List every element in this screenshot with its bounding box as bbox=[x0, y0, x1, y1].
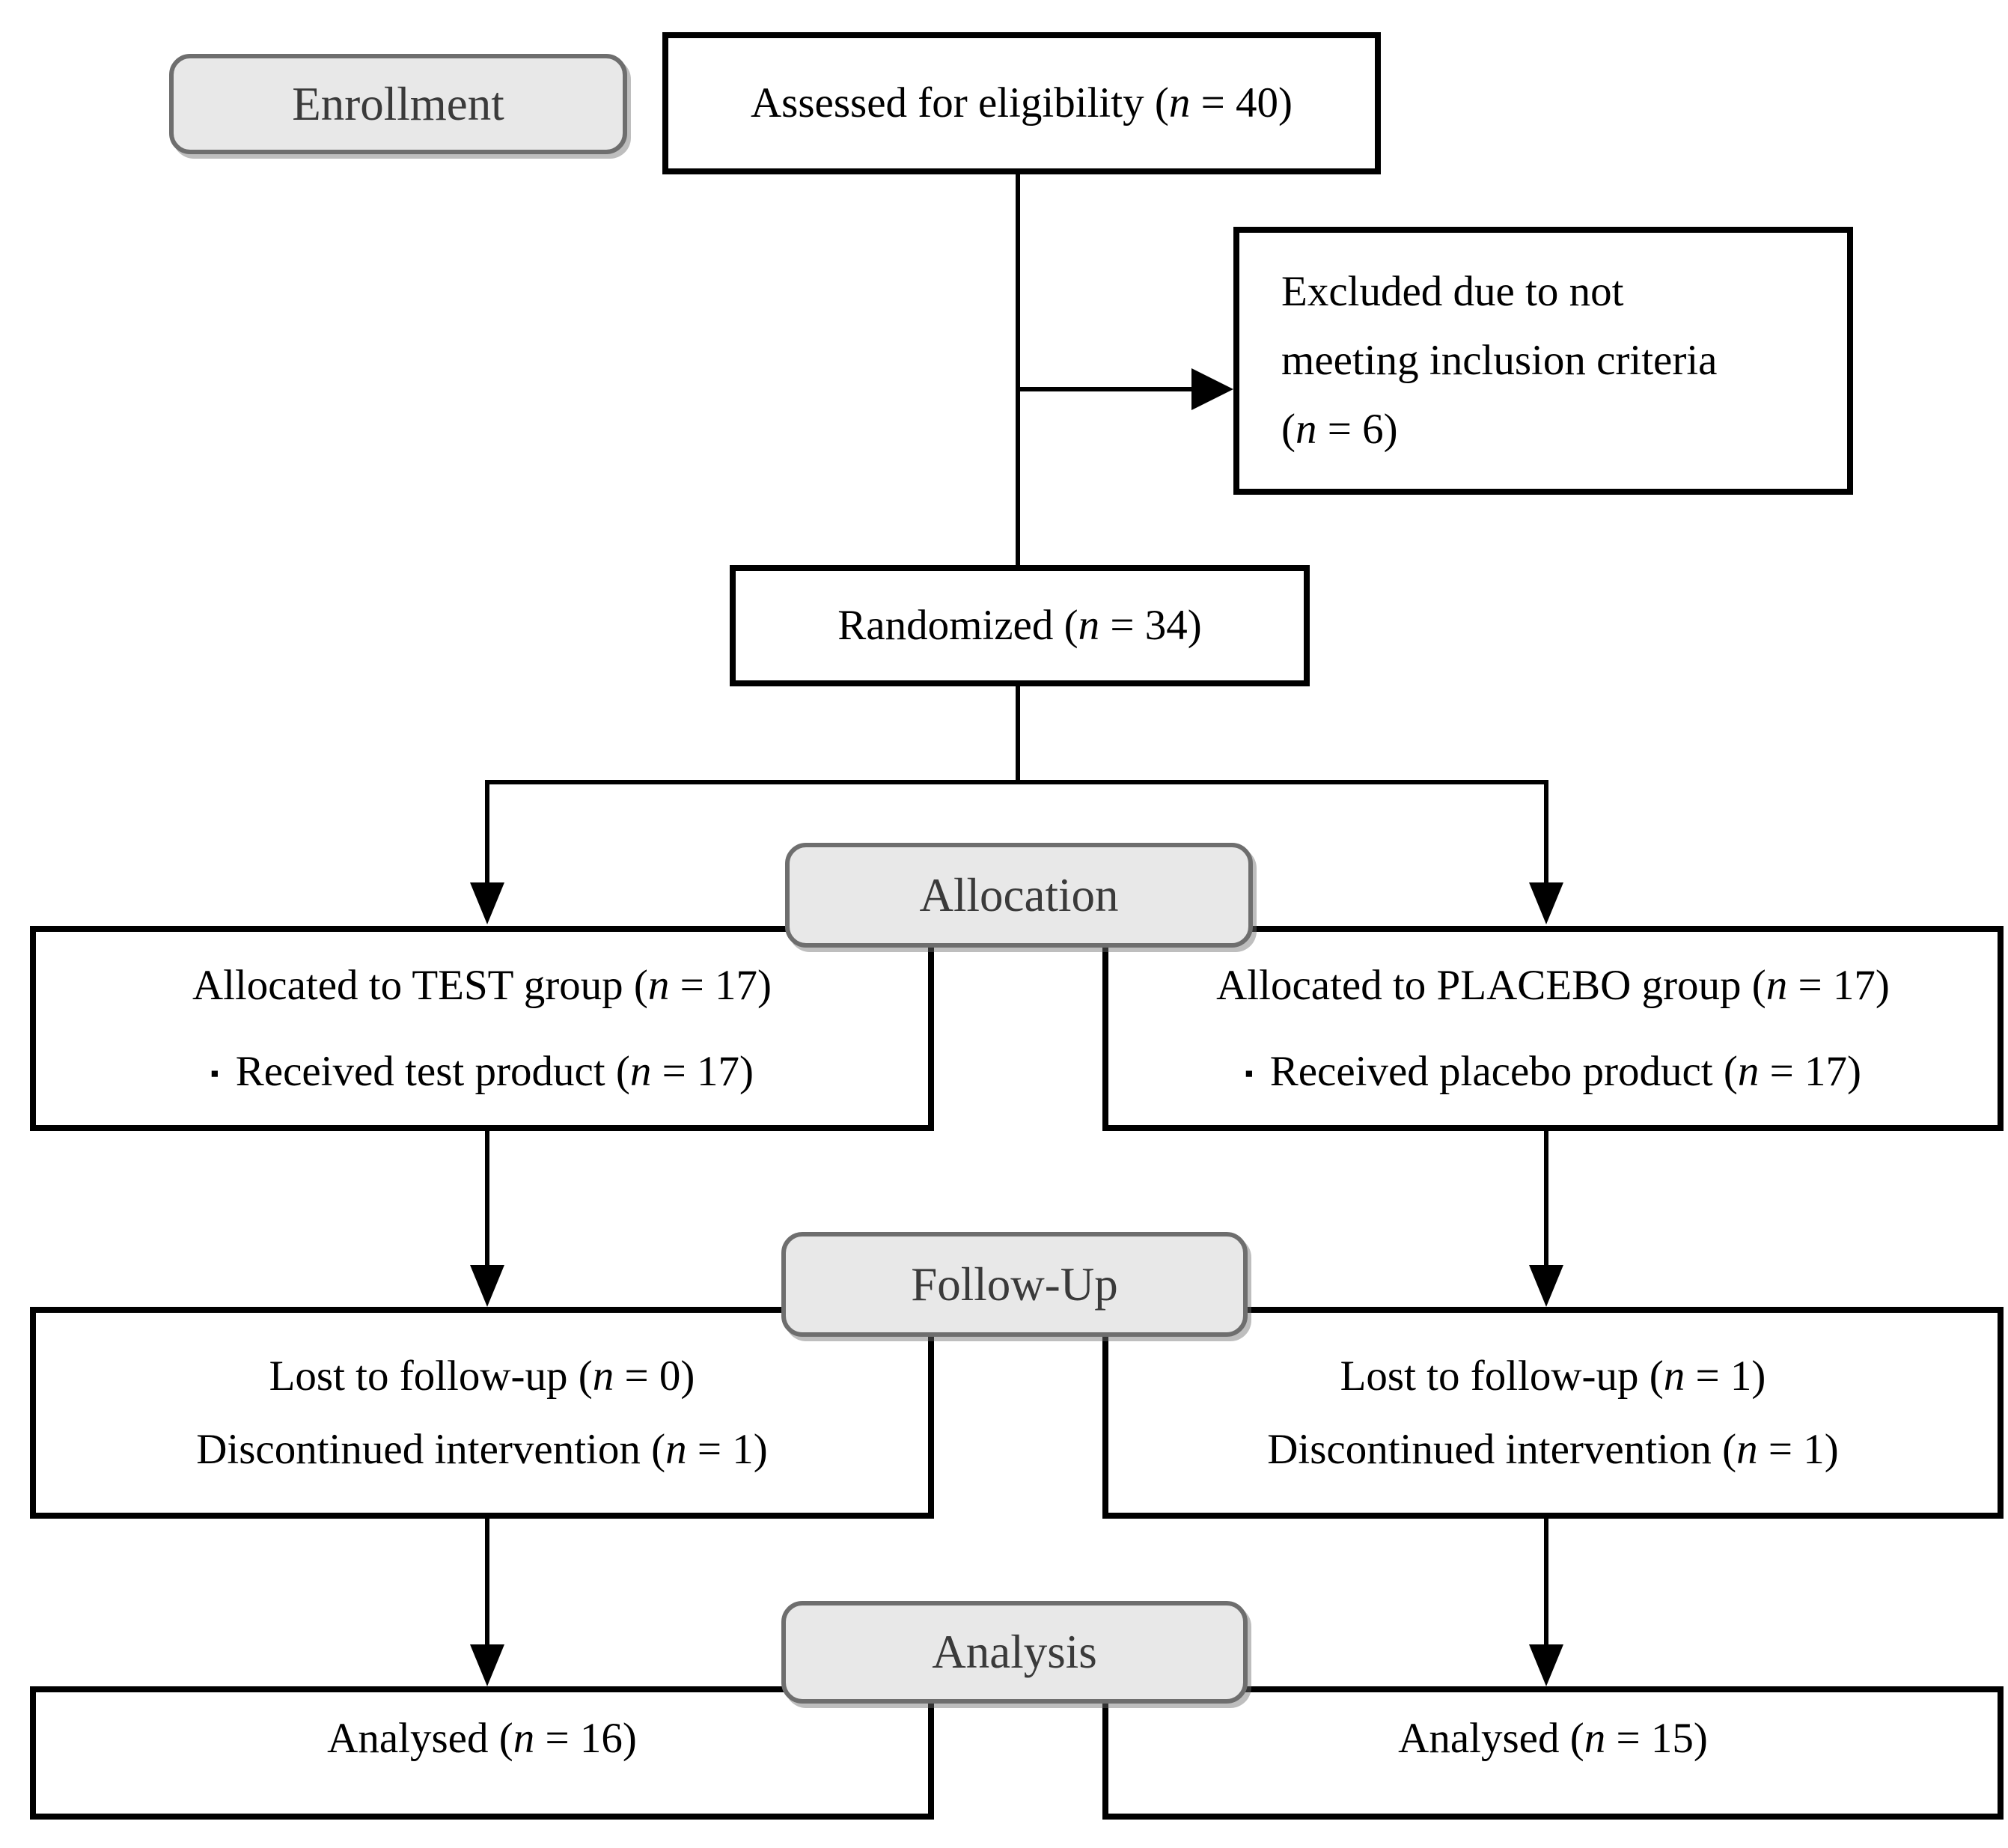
randomized-text: Randomized (n = 34) bbox=[837, 602, 1202, 650]
connector-assessed-to-randomized bbox=[1016, 174, 1020, 565]
test-followup-box: Lost to follow-up (n = 0) Discontinued i… bbox=[30, 1307, 934, 1519]
excluded-line-3: (n = 6) bbox=[1281, 406, 1398, 454]
stage-label-allocation-text: Allocation bbox=[919, 868, 1119, 921]
excluded-line-2: meeting inclusion criteria bbox=[1281, 336, 1718, 384]
test-followup-line-2: Discontinued intervention (n = 1) bbox=[196, 1425, 768, 1473]
assessed-for-eligibility-box: Assessed for eligibility (n = 40) bbox=[662, 32, 1381, 174]
connector-split-bar bbox=[485, 780, 1548, 784]
connector-branch-to-excluded bbox=[1016, 387, 1193, 391]
placebo-followup-box: Lost to follow-up (n = 1) Discontinued i… bbox=[1102, 1307, 2004, 1519]
connector-placebo-followup-to-analysis bbox=[1544, 1519, 1548, 1646]
arrow-down-icon bbox=[470, 1644, 504, 1686]
test-analysis-box: Analysed (n = 16) bbox=[30, 1686, 934, 1820]
stage-label-analysis: Analysis bbox=[781, 1601, 1248, 1704]
stage-label-allocation: Allocation bbox=[785, 843, 1253, 948]
connector-split-to-test-allocation bbox=[485, 780, 489, 886]
placebo-analysis-text: Analysed (n = 15) bbox=[1398, 1715, 1708, 1763]
arrow-right-icon bbox=[1191, 368, 1233, 410]
connector-test-allocation-to-followup bbox=[485, 1131, 489, 1267]
connector-test-followup-to-analysis bbox=[485, 1519, 489, 1646]
test-allocation-item: ▪ Received test product (n = 17) bbox=[210, 1046, 754, 1097]
placebo-followup-line-2: Discontinued intervention (n = 1) bbox=[1267, 1425, 1839, 1473]
placebo-allocation-title: Allocated to PLACEBO group (n = 17) bbox=[1216, 961, 1890, 1009]
arrow-down-icon bbox=[470, 882, 504, 924]
placebo-allocation-item-text: Received placebo product (n = 17) bbox=[1269, 1048, 1861, 1095]
test-analysis-text: Analysed (n = 16) bbox=[327, 1715, 637, 1763]
placebo-allocation-item: ▪ Received placebo product (n = 17) bbox=[1245, 1046, 1861, 1097]
square-bullet-icon: ▪ bbox=[210, 1061, 219, 1088]
excluded-box: Excluded due to not meeting inclusion cr… bbox=[1233, 227, 1853, 495]
connector-randomized-to-split bbox=[1016, 686, 1020, 784]
stage-label-analysis-text: Analysis bbox=[932, 1626, 1097, 1678]
arrow-down-icon bbox=[1529, 1644, 1563, 1686]
placebo-analysis-box: Analysed (n = 15) bbox=[1102, 1686, 2004, 1820]
arrow-down-icon bbox=[1529, 882, 1563, 924]
test-allocation-box: Allocated to TEST group (n = 17) ▪ Receiv… bbox=[30, 926, 934, 1131]
stage-label-enrollment: Enrollment bbox=[169, 54, 627, 154]
placebo-followup-line-1: Lost to follow-up (n = 1) bbox=[1340, 1353, 1766, 1400]
excluded-line-1: Excluded due to not bbox=[1281, 267, 1624, 315]
arrow-down-icon bbox=[470, 1265, 504, 1307]
test-allocation-title: Allocated to TEST group (n = 17) bbox=[192, 961, 772, 1009]
stage-label-followup: Follow-Up bbox=[781, 1232, 1248, 1337]
stage-label-followup-text: Follow-Up bbox=[911, 1257, 1118, 1311]
assessed-text: Assessed for eligibility (n = 40) bbox=[751, 79, 1293, 127]
placebo-allocation-box: Allocated to PLACEBO group (n = 17) ▪ Rec… bbox=[1102, 926, 2004, 1131]
stage-label-enrollment-text: Enrollment bbox=[292, 77, 504, 130]
connector-split-to-placebo-allocation bbox=[1544, 780, 1548, 886]
randomized-box: Randomized (n = 34) bbox=[730, 565, 1310, 686]
test-followup-line-1: Lost to follow-up (n = 0) bbox=[269, 1353, 695, 1400]
arrow-down-icon bbox=[1529, 1265, 1563, 1307]
connector-placebo-allocation-to-followup bbox=[1544, 1131, 1548, 1267]
square-bullet-icon: ▪ bbox=[1245, 1061, 1254, 1088]
test-allocation-item-text: Received test product (n = 17) bbox=[235, 1048, 754, 1095]
